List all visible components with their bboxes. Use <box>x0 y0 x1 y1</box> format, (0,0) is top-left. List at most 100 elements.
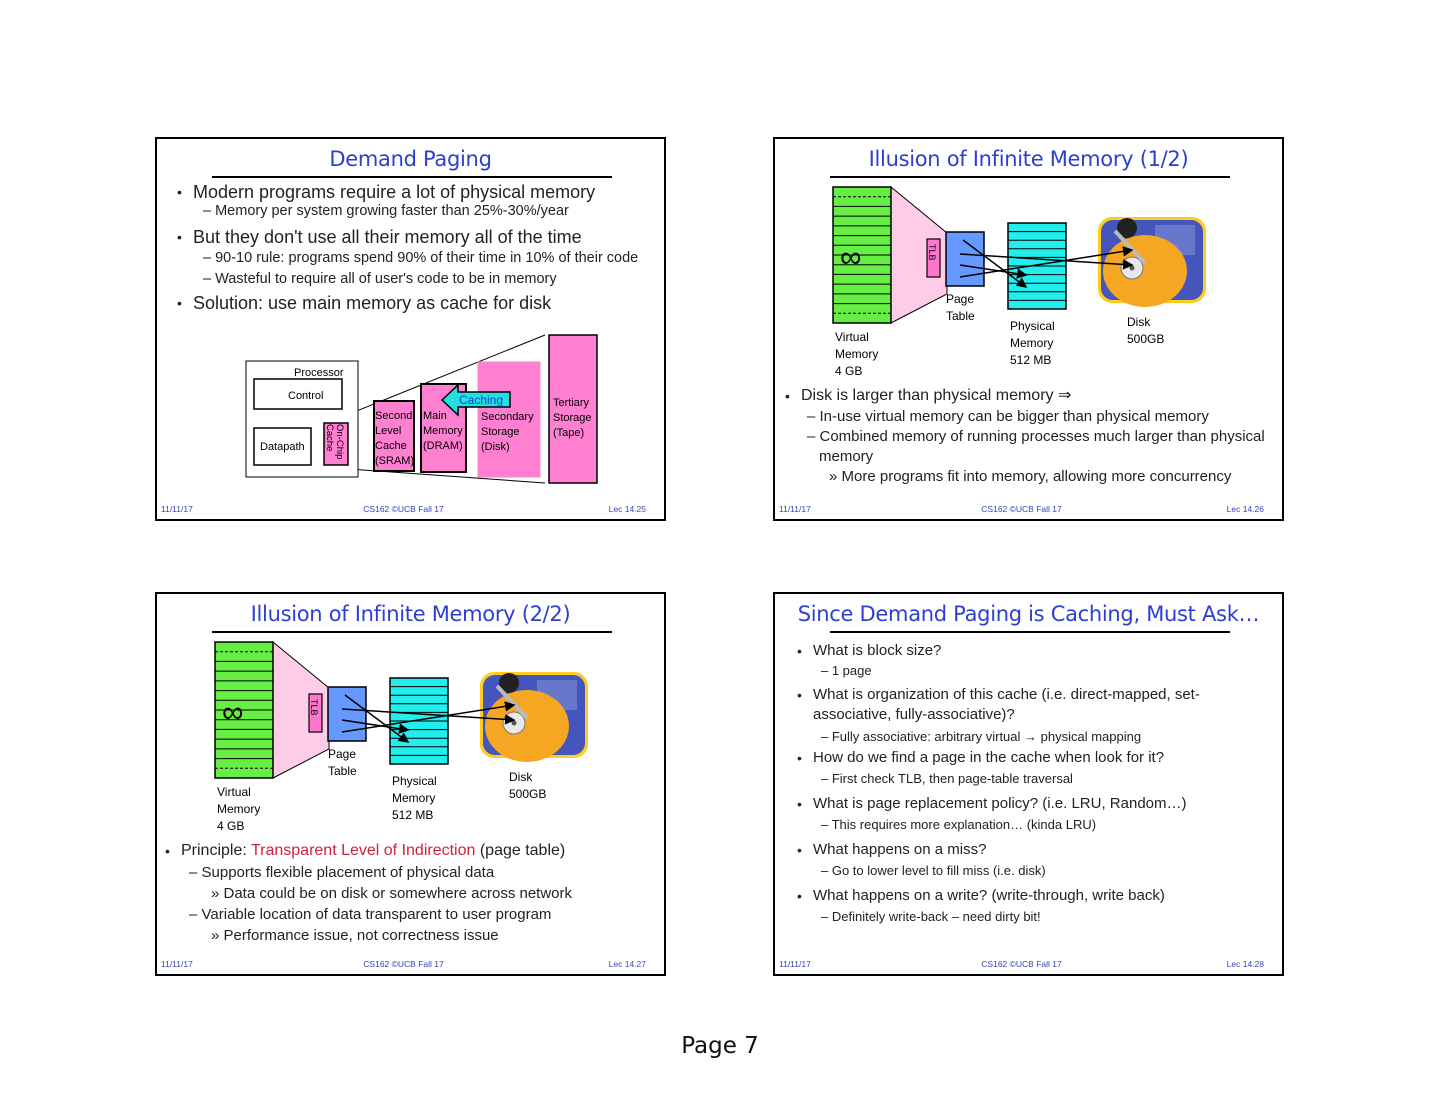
mapping-arrow <box>962 239 1028 288</box>
disk-center <box>1129 265 1135 271</box>
title-rule <box>830 176 1230 178</box>
mm-line3: (DRAM) <box>423 440 463 452</box>
sub-bullet: – 90-10 rule: programs spend 90% of thei… <box>203 250 639 266</box>
sl-line2: Level <box>375 425 401 437</box>
disk-image <box>1098 217 1206 307</box>
page-table-label-1: Page <box>946 292 974 306</box>
page-table-label-2: Table <box>946 309 975 323</box>
bullet: But they don't use all their memory all … <box>177 226 654 248</box>
slide-footer: 11/11/17 CS162 ©UCB Fall 17 Lec 14.26 <box>779 504 1264 516</box>
sub-bullet: – Supports flexible placement of physica… <box>189 864 495 881</box>
title-rule <box>830 631 1230 633</box>
disk-image <box>480 672 588 762</box>
tlb-label: TLB <box>309 699 319 716</box>
infinity-symbol: ∞ <box>840 241 861 274</box>
physical-label-2: Memory <box>392 791 435 805</box>
slide-footer: 11/11/17 CS162 ©UCB Fall 17 Lec 14.25 <box>161 504 646 516</box>
sub-bullet: – Fully associative: arbitrary virtual →… <box>821 729 1142 744</box>
sub-bullet: – Wasteful to require all of user's code… <box>203 271 557 287</box>
physical-label-2: Memory <box>1010 336 1053 350</box>
sub-bullet: – This requires more explanation… (kinda… <box>821 817 1097 832</box>
ss-line2: Storage <box>481 426 520 438</box>
sub-bullet: – Memory per system growing faster than … <box>203 203 569 219</box>
bullet: What is organization of this cache (i.e.… <box>797 685 1272 725</box>
footer-course: CS162 ©UCB Fall 17 <box>363 959 444 969</box>
mapping-arrow <box>959 246 1134 278</box>
slide-title: Illusion of Infinite Memory (1/2) <box>868 147 1189 171</box>
sub-bullet: – Go to lower level to fill miss (i.e. d… <box>821 863 1046 878</box>
disk-head <box>1117 218 1137 238</box>
bullet: What happens on a miss? <box>797 839 1272 861</box>
bullet-list: What is block size? – 1 page What is org… <box>797 641 1272 927</box>
title-rule <box>212 631 612 633</box>
slide-illusion-infinite-memory-1: Illusion of Infinite Memory (1/2) ∞ TLB … <box>773 137 1284 521</box>
page-number-label: Page 7 <box>681 1033 759 1059</box>
virtual-label-3: 4 GB <box>217 819 244 833</box>
sub-bullet: – 1 page <box>821 663 872 678</box>
disk-label-2: 500GB <box>1127 332 1164 346</box>
bullet: What is page replacement policy? (i.e. L… <box>797 793 1272 815</box>
bullet: Solution: use main memory as cache for d… <box>177 292 654 314</box>
footer-date: 11/11/17 <box>779 959 811 969</box>
page-table-label-1: Page <box>328 747 356 761</box>
virtual-label-1: Virtual <box>835 330 869 344</box>
virtual-label-1: Virtual <box>217 785 251 799</box>
virtual-label-2: Memory <box>217 802 260 816</box>
slide-demand-paging: Demand Paging Modern programs require a … <box>155 137 666 521</box>
bullet-list: Principle: Transparent Level of Indirect… <box>165 840 654 946</box>
bullet: How do we find a page in the cache when … <box>797 747 1272 769</box>
slide-title: Demand Paging <box>329 147 492 171</box>
page-table-label-2: Table <box>328 764 357 778</box>
ts-line3: (Tape) <box>553 427 584 439</box>
page-table-box <box>327 686 367 742</box>
bullet: What is block size? <box>797 641 1272 661</box>
sub-bullet: – Combined memory of running processes m… <box>807 428 1265 465</box>
footer-lecture: Lec 14.25 <box>608 504 646 514</box>
mapping-arrow <box>341 719 410 734</box>
disk-label-2: 500GB <box>509 787 546 801</box>
sl-line4: (SRAM) <box>375 455 414 467</box>
mapping-arrow <box>959 264 1028 279</box>
principle-highlight: Transparent Level of Indirection <box>250 842 476 859</box>
on-chip-cache-box <box>323 422 349 466</box>
control-box <box>253 378 343 410</box>
caching-arrow <box>440 383 511 417</box>
footer-date: 11/11/17 <box>161 504 193 514</box>
principle-suffix: (page table) <box>475 842 566 859</box>
ts-line2: Storage <box>553 412 592 424</box>
footer-lecture: Lec 14.27 <box>608 959 646 969</box>
mapping-arrow <box>341 701 516 733</box>
sub-bullet: – In-use virtual memory can be bigger th… <box>807 408 1209 425</box>
physical-label-1: Physical <box>392 774 437 788</box>
ts-line1: Tertiary <box>553 397 590 409</box>
tlb-box <box>308 693 323 733</box>
disk-center <box>511 720 517 726</box>
mapping-arrow <box>959 253 1134 270</box>
principle-bullet: Principle: Transparent Level of Indirect… <box>165 840 654 862</box>
datapath-label: Datapath <box>260 441 305 453</box>
bullet: Modern programs require a lot of physica… <box>177 181 654 203</box>
memory-hierarchy-diagram: Processor Control Datapath On-Chip Cache… <box>245 334 598 484</box>
control-label: Control <box>288 390 323 402</box>
slide-title: Since Demand Paging is Caching, Must Ask… <box>797 602 1260 626</box>
footer-lecture: Lec 14.26 <box>1226 504 1264 514</box>
disk-head <box>499 673 519 693</box>
footer-course: CS162 ©UCB Fall 17 <box>363 504 444 514</box>
footer-lecture: Lec 14.28 <box>1226 959 1264 969</box>
physical-label-1: Physical <box>1010 319 1055 333</box>
sub-sub-bullet: » Performance issue, not correctness iss… <box>211 927 499 944</box>
slide-footer: 11/11/17 CS162 ©UCB Fall 17 Lec 14.27 <box>161 959 646 971</box>
virtual-label-2: Memory <box>835 347 878 361</box>
bullet: Disk is larger than physical memory ⇒ <box>785 385 1272 407</box>
sub-bullet: – First check TLB, then page-table trave… <box>821 771 1073 786</box>
slide-footer: 11/11/17 CS162 ©UCB Fall 17 Lec 14.28 <box>779 959 1264 971</box>
slide-illusion-infinite-memory-2: Illusion of Infinite Memory (2/2) ∞ TLB … <box>155 592 666 976</box>
bullet-list: Modern programs require a lot of physica… <box>177 181 654 314</box>
tlb-label: TLB <box>927 244 937 261</box>
slide-demand-paging-caching: Since Demand Paging is Caching, Must Ask… <box>773 592 1284 976</box>
disk-label-1: Disk <box>509 770 533 784</box>
virtual-memory-rows <box>833 196 891 314</box>
slide-title: Illusion of Infinite Memory (2/2) <box>250 602 571 626</box>
secondary-storage-box <box>477 361 541 478</box>
caching-label: Caching <box>459 393 503 407</box>
